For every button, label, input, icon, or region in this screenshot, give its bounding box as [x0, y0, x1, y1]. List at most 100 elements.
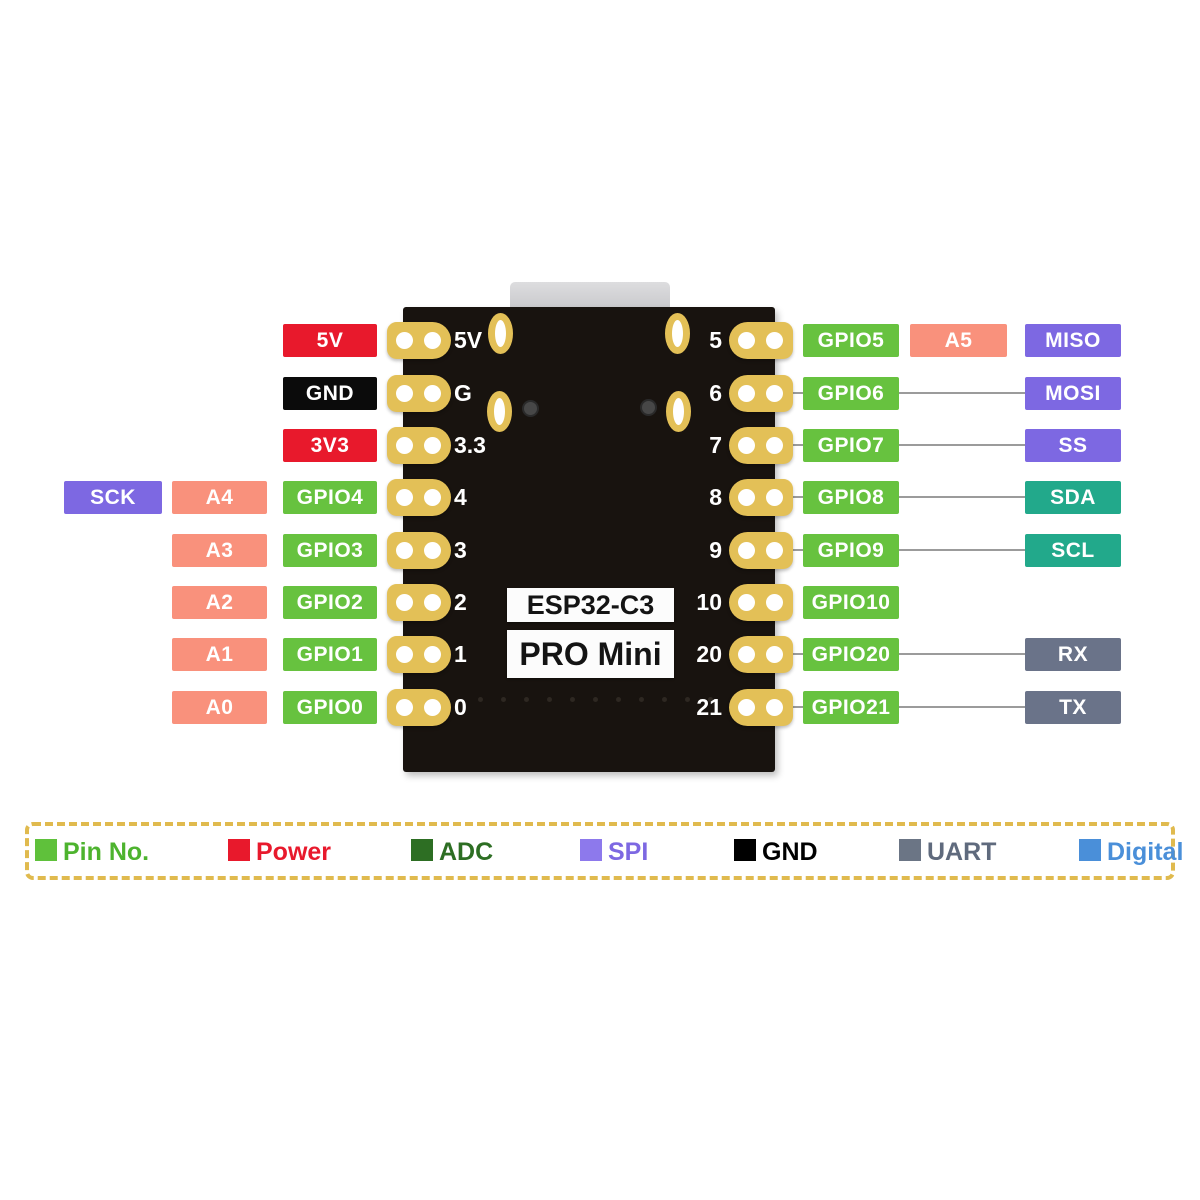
pad-hole [738, 542, 755, 559]
pad-hole [766, 646, 783, 663]
pad-hole [396, 437, 413, 454]
legend-label: Digital [1107, 838, 1184, 866]
board-via-right [640, 399, 657, 416]
board-dot [616, 697, 621, 702]
pad-right-gpio10 [729, 584, 793, 621]
board-dot [685, 697, 690, 702]
board-pad-label-10: 10 [696, 589, 722, 615]
board-pad-label-gnd: G [454, 380, 472, 406]
pad-right-gpio5 [729, 322, 793, 359]
pad-hole [738, 489, 755, 506]
board-slot-top-right [665, 313, 690, 354]
func-label-miso: MISO [1025, 324, 1121, 357]
legend-swatch-pin-no [35, 839, 57, 861]
board-slot-top-left [488, 313, 513, 354]
pad-hole [738, 437, 755, 454]
pad-hole [396, 542, 413, 559]
pad-hole [738, 332, 755, 349]
legend-item-digital: Digital [1079, 839, 1183, 867]
board-pad-label-2: 2 [454, 589, 467, 615]
pad-hole [738, 385, 755, 402]
pad-right-gpio9 [729, 532, 793, 569]
board-slot-mid-left [487, 391, 512, 432]
board-dot [524, 697, 529, 702]
board-dot [570, 697, 575, 702]
pad-hole [424, 437, 441, 454]
board-pad-label-3v3: 3.3 [454, 432, 486, 458]
board-dot [708, 697, 713, 702]
legend-label: Power [256, 838, 332, 866]
pin-label-gpio2: GPIO2 [283, 586, 377, 619]
board-pad-label-5: 5 [709, 327, 722, 353]
pin-label-gpio3: GPIO3 [283, 534, 377, 567]
analog-label-a4: A4 [172, 481, 267, 514]
func-label-tx: TX [1025, 691, 1121, 724]
board-pad-label-9: 9 [709, 537, 722, 563]
board-dot [639, 697, 644, 702]
legend-swatch-uart [899, 839, 921, 861]
pad-left-gnd [387, 375, 451, 412]
pin-label-gpio1: GPIO1 [283, 638, 377, 671]
legend-label: Pin No. [63, 838, 150, 866]
board-dot [662, 697, 667, 702]
pad-left-gpio3 [387, 532, 451, 569]
pad-left-gpio4 [387, 479, 451, 516]
legend-swatch-digital [1079, 839, 1101, 861]
pin-label-gnd: GND [283, 377, 377, 410]
legend-item-uart: UART [899, 839, 996, 867]
legend-swatch-adc [411, 839, 433, 861]
board-pad-label-21: 21 [696, 694, 722, 720]
board-pad-label-6: 6 [709, 380, 722, 406]
pcb-board [403, 307, 775, 772]
func-label-ss: SS [1025, 429, 1121, 462]
pad-hole [424, 489, 441, 506]
board-dot [501, 697, 506, 702]
pad-right-gpio20 [729, 636, 793, 673]
board-pad-label-1: 1 [454, 641, 467, 667]
board-pad-label-20: 20 [696, 641, 722, 667]
pad-hole [396, 646, 413, 663]
pad-hole [766, 489, 783, 506]
legend-box: Pin No. Power ADC SPI GND UART Digital [25, 822, 1183, 880]
legend-item-spi: SPI [580, 839, 648, 867]
wire-gpio20-rx [762, 653, 1060, 655]
pin-label-gpio5: GPIO5 [803, 324, 899, 357]
pin-label-gpio7: GPIO7 [803, 429, 899, 462]
pad-hole [738, 594, 755, 611]
legend-item-pin-no: Pin No. [35, 839, 149, 867]
legend-label: GND [762, 838, 818, 866]
pad-right-gpio21 [729, 689, 793, 726]
analog-label-a5: A5 [910, 324, 1007, 357]
pad-hole [424, 699, 441, 716]
func-label-mosi: MOSI [1025, 377, 1121, 410]
pad-hole [424, 646, 441, 663]
pad-right-gpio7 [729, 427, 793, 464]
board-dot [593, 697, 598, 702]
pin-label-gpio10: GPIO10 [803, 586, 899, 619]
legend-item-gnd: GND [734, 839, 818, 867]
pad-left-gpio1 [387, 636, 451, 673]
legend-swatch-spi [580, 839, 602, 861]
board-pad-label-8: 8 [709, 484, 722, 510]
legend-label: SPI [608, 838, 649, 866]
legend-item-power: Power [228, 839, 331, 867]
pad-right-gpio8 [729, 479, 793, 516]
board-dot [478, 697, 483, 702]
pad-hole [738, 699, 755, 716]
pad-hole [766, 542, 783, 559]
pad-hole [766, 594, 783, 611]
pad-hole [396, 385, 413, 402]
pad-hole [396, 699, 413, 716]
board-via-left [522, 400, 539, 417]
board-pad-label-3: 3 [454, 537, 467, 563]
pin-label-gpio20: GPIO20 [803, 638, 899, 671]
pad-hole [766, 332, 783, 349]
board-dot [547, 697, 552, 702]
pad-hole [424, 332, 441, 349]
board-pad-label-7: 7 [709, 432, 722, 458]
pad-hole [396, 332, 413, 349]
analog-label-a1: A1 [172, 638, 267, 671]
pad-left-gpio2 [387, 584, 451, 621]
pin-label-gpio0: GPIO0 [283, 691, 377, 724]
